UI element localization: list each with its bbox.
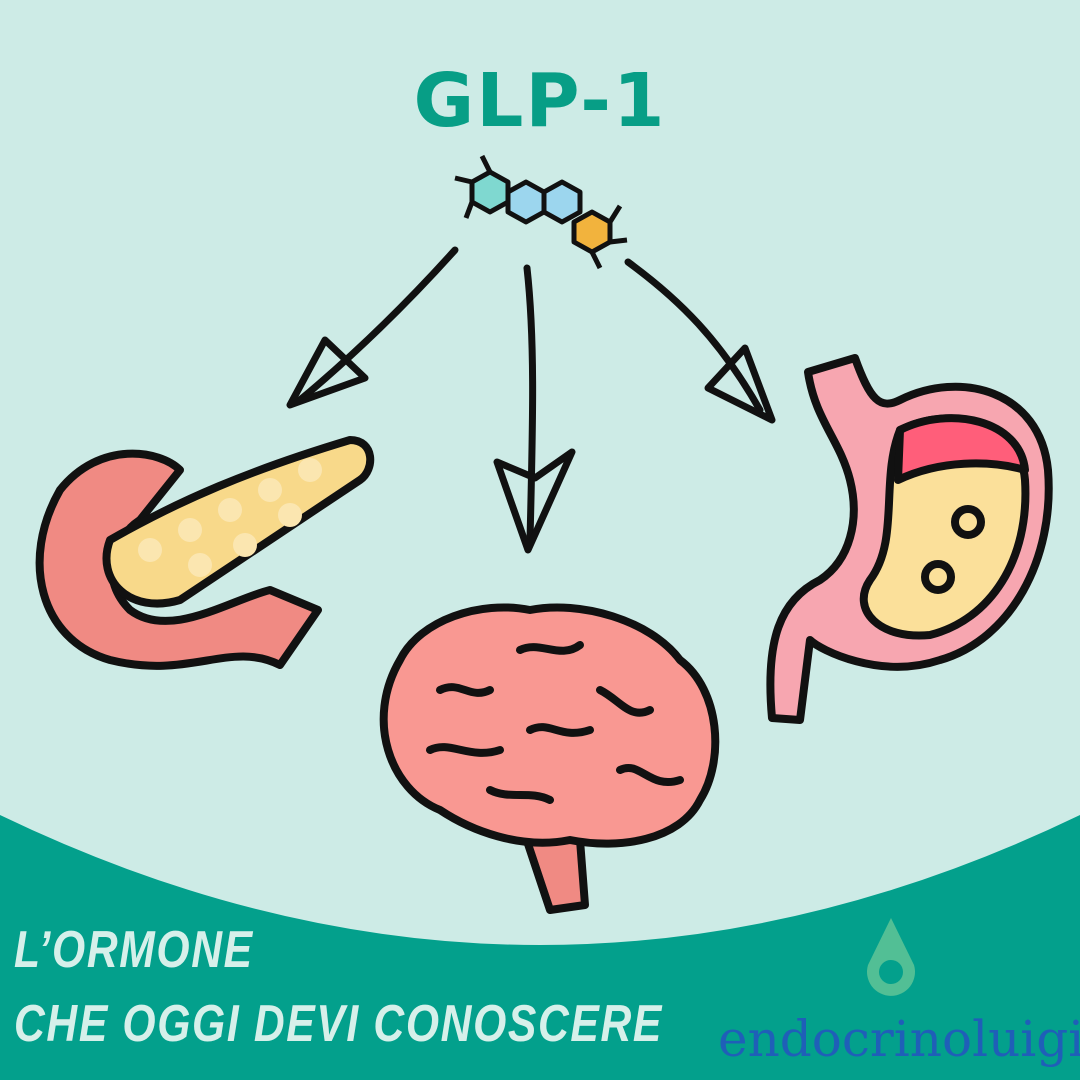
pancreas-icon — [35, 436, 375, 670]
tagline-line-2: CHE OGGI DEVI CONOSCERE — [14, 995, 663, 1053]
tagline-line-1: L’ORMONE — [14, 921, 254, 979]
arrow-icon — [286, 246, 776, 554]
bottom-band — [0, 815, 1080, 1080]
drop-logo-icon — [867, 918, 915, 996]
stomach-icon — [766, 354, 1053, 724]
brand-logo-text: endocrinoluigi — [718, 1010, 1080, 1068]
brain-icon — [379, 603, 720, 914]
molecule-icon — [454, 154, 628, 270]
page-title: GLP-1 — [413, 58, 667, 144]
